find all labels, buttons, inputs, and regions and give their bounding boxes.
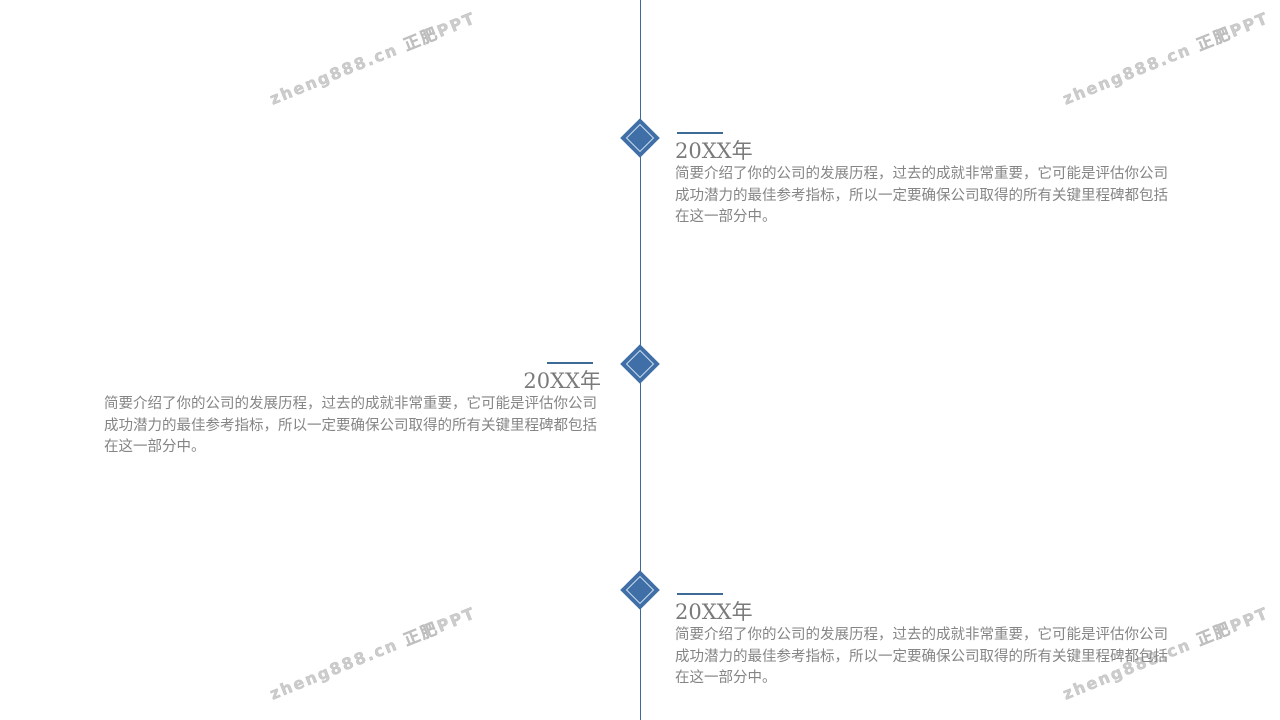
- timeline-marker-icon: [620, 344, 660, 384]
- entry-text: 简要介绍了你的公司的发展历程，过去的成就非常重要，它可能是评估你公司成功潜力的最…: [675, 166, 1168, 225]
- divider: [547, 362, 593, 364]
- timeline-marker-icon: [620, 570, 660, 610]
- timeline-entry: 20XX年 简要介绍了你的公司的发展历程，过去的成就非常重要，它可能是评估你公司…: [675, 132, 1175, 229]
- watermark: zheng888.cn 正肥PPT: [267, 603, 479, 704]
- entry-text: 简要介绍了你的公司的发展历程，过去的成就非常重要，它可能是评估你公司成功潜力的最…: [104, 396, 597, 455]
- divider: [677, 132, 723, 134]
- watermark: zheng888.cn 正肥PPT: [267, 8, 479, 109]
- entry-year: 20XX年: [675, 600, 753, 624]
- timeline-entry: 20XX年 简要介绍了你的公司的发展历程，过去的成就非常重要，它可能是评估你公司…: [101, 362, 601, 459]
- entry-year: 20XX年: [675, 139, 753, 163]
- divider: [677, 593, 723, 595]
- watermark: zheng888.cn 正肥PPT: [1060, 8, 1272, 109]
- entry-text: 简要介绍了你的公司的发展历程，过去的成就非常重要，它可能是评估你公司成功潜力的最…: [675, 627, 1168, 686]
- entry-year: 20XX年: [523, 369, 601, 393]
- timeline-entry: 20XX年 简要介绍了你的公司的发展历程，过去的成就非常重要，它可能是评估你公司…: [675, 593, 1175, 690]
- timeline-marker-icon: [620, 118, 660, 158]
